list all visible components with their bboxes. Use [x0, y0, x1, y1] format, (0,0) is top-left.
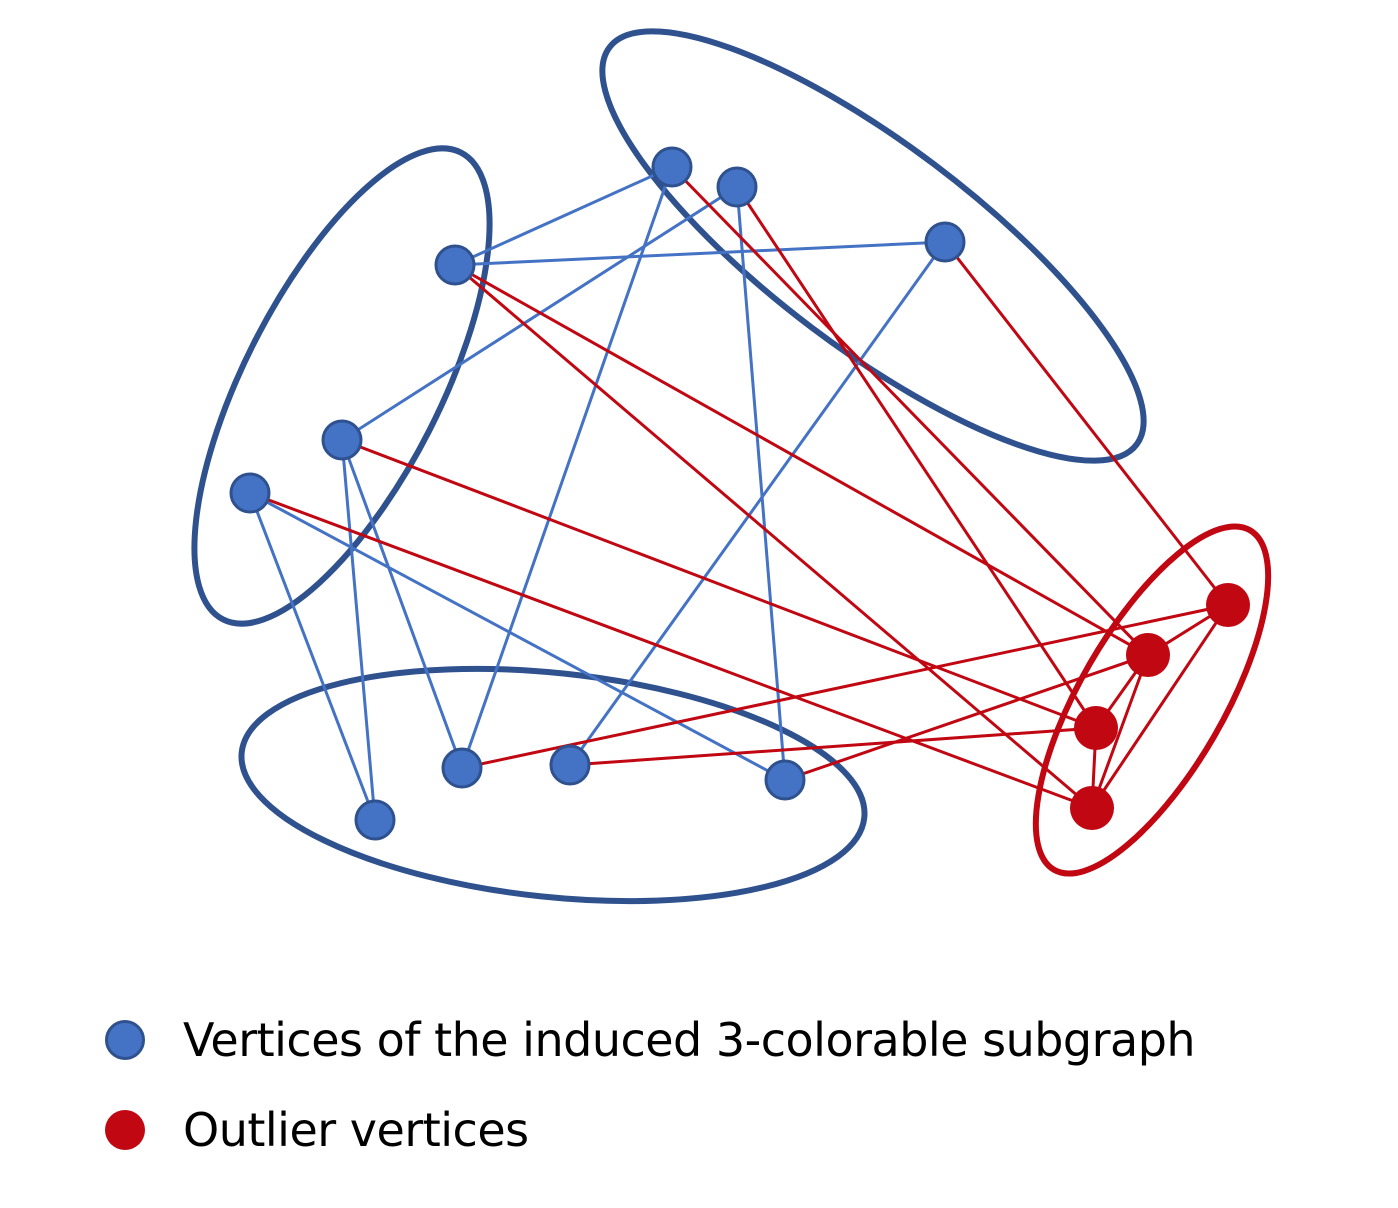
- vertex-b9: [549, 744, 591, 786]
- legend-item-outlier: Outlier vertices: [105, 1095, 529, 1165]
- legend-item-inlier: Vertices of the induced 3-colorable subg…: [105, 1005, 1196, 1075]
- edge-b6-b9: [568, 241, 947, 766]
- vertex-b3: [716, 166, 758, 208]
- edge-b5-b10: [249, 491, 786, 782]
- graph-diagram: [191, 28, 1272, 905]
- vertex-b4: [321, 419, 363, 461]
- outlier-vertex-r2: [1126, 633, 1170, 677]
- edge-b1-r2: [454, 263, 1149, 657]
- edge-b3-r3: [735, 186, 1098, 729]
- blue-dot-icon: [105, 1020, 145, 1060]
- edge-b8-r1: [461, 603, 1229, 770]
- legend-label-outlier: Outlier vertices: [183, 1103, 529, 1157]
- groups-layer: [191, 28, 1272, 905]
- edge-b4-b8: [340, 439, 464, 769]
- nodes-layer: [229, 146, 1250, 841]
- edge-b5-r4: [249, 491, 1093, 810]
- group-ellipse-outlier-set: [1032, 523, 1272, 877]
- vertex-b10: [764, 759, 806, 801]
- edge-b4-b7: [340, 439, 377, 821]
- edge-b3-b10: [735, 186, 787, 781]
- vertex-b6: [924, 221, 966, 263]
- edge-b9-r3: [569, 726, 1097, 767]
- red-dot-icon: [105, 1110, 145, 1150]
- legend-label-inlier: Vertices of the induced 3-colorable subg…: [183, 1013, 1196, 1067]
- edge-b6-r1: [943, 241, 1230, 606]
- edge-b4-r3: [341, 438, 1097, 730]
- group-ellipse-color-class-1: [191, 145, 493, 627]
- group-ellipse-color-class-3: [238, 665, 868, 905]
- outlier-vertex-r1: [1206, 583, 1250, 627]
- vertex-b8: [441, 747, 483, 789]
- edge-b1-r4: [454, 263, 1093, 810]
- edge-r2-r4: [1090, 654, 1150, 809]
- vertex-b1: [434, 244, 476, 286]
- outlier-vertex-r4: [1070, 786, 1114, 830]
- edge-b1-b6: [454, 240, 946, 267]
- outlier-vertex-r3: [1074, 706, 1118, 750]
- edge-b1-b2: [454, 165, 673, 267]
- edge-b2-r2: [670, 165, 1150, 657]
- edge-b10-r2: [784, 653, 1149, 782]
- group-ellipse-color-class-2: [599, 28, 1147, 464]
- vertex-b7: [354, 799, 396, 841]
- edge-r1-r4: [1090, 604, 1230, 809]
- edge-b5-b7: [248, 492, 377, 821]
- edge-b2-b8: [460, 166, 674, 769]
- vertex-b5: [229, 472, 271, 514]
- vertex-b2: [651, 146, 693, 188]
